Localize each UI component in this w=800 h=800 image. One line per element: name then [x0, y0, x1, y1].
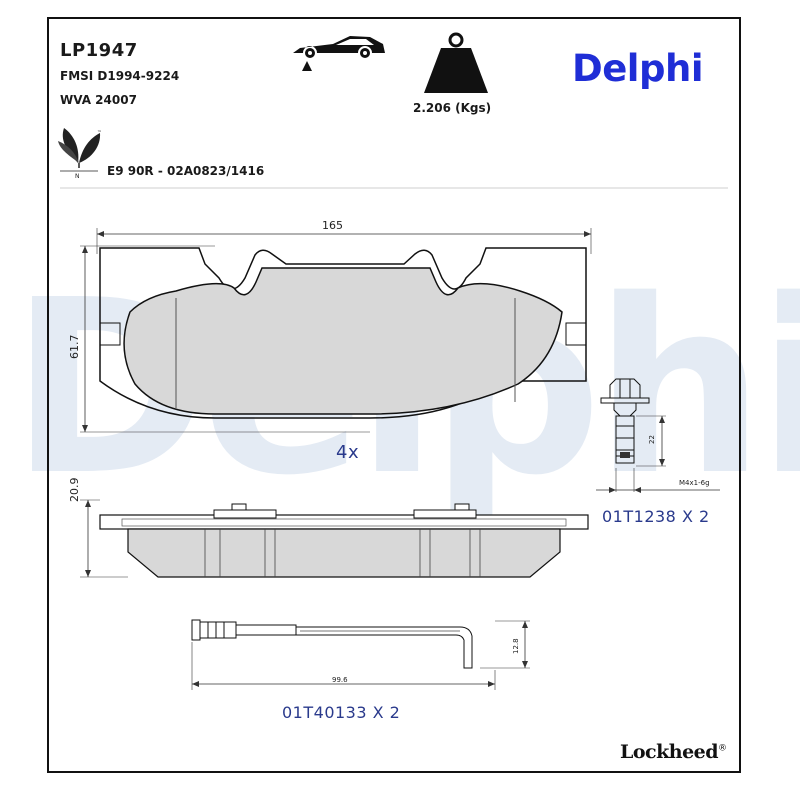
lockheed-logo: Lockheed®: [620, 741, 727, 763]
pad-width-label: 165: [322, 219, 343, 232]
fmsi-code: FMSI D1994-9224: [60, 69, 180, 83]
sensor-code-label: 01T40133 X 2: [282, 703, 401, 722]
weight-value: 2.206 (Kgs): [413, 101, 492, 115]
pad-quantity-label: 4x: [336, 442, 360, 463]
sheet-border: [47, 17, 741, 773]
eco-mark-label: N: [75, 173, 80, 180]
delphi-logo: Delphi: [572, 47, 704, 90]
lockheed-logo-text: Lockheed: [620, 741, 719, 763]
pad-side-view: [99, 503, 589, 578]
trademark-label: ™: [97, 130, 102, 136]
guide-bolt-drawing: [600, 378, 650, 464]
approval-code: E9 90R - 02A0823/1416: [107, 164, 265, 178]
sensor-length-label: 99.6: [332, 676, 348, 684]
wva-code: WVA 24007: [60, 93, 137, 107]
eco-leaf-icon: [58, 128, 101, 172]
sensor-height-label: 12.8: [512, 638, 520, 654]
weight-icon: [424, 32, 488, 93]
pad-friction-material: [123, 267, 563, 415]
registered-mark: ®: [718, 743, 727, 754]
bolt-thread-label: M4x1-6g: [679, 479, 710, 487]
pad-backing-plate: [99, 247, 587, 419]
wear-sensor-drawing: [191, 619, 473, 669]
pad-thickness-label: 20.9: [68, 477, 81, 503]
part-number: LP1947: [60, 40, 138, 61]
bolt-length-label: 22: [648, 435, 656, 444]
pad-height-label: 61.7: [68, 334, 81, 360]
car-on-jack-icon: [293, 36, 385, 71]
bolt-code-label: 01T1238 X 2: [602, 507, 710, 526]
